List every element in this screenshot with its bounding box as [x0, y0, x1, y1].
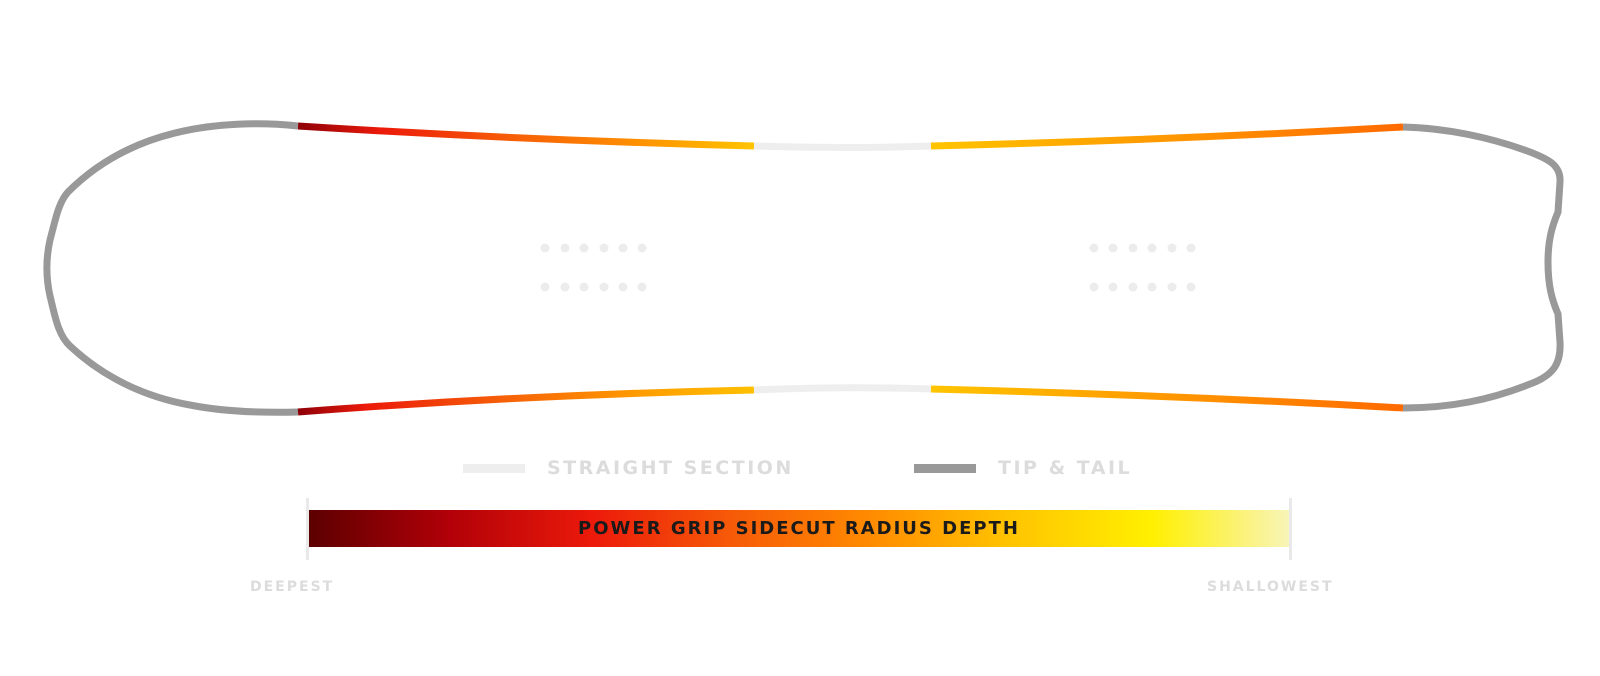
straight-section-label: STRAIGHT SECTION [547, 456, 794, 479]
sidecut-depth-scale: POWER GRIP SIDECUT RADIUS DEPTH [306, 498, 1292, 564]
tail-outline [1402, 123, 1564, 412]
shallowest-label: SHALLOWEST [1207, 579, 1334, 595]
straight-section-bottom [753, 384, 932, 394]
tip-tail-label: TIP & TAIL [998, 456, 1133, 479]
legend-tip-tail: TIP & TAIL [914, 453, 1132, 483]
tip-tail-swatch [914, 463, 976, 473]
sidecut-top-right [930, 123, 1404, 150]
sidecut-top-left [297, 122, 755, 150]
snowboard-diagram [43, 120, 1564, 416]
sidecut-bottom-right [930, 385, 1404, 412]
binding-insert-dots-icon [540, 243, 647, 292]
scale-title: POWER GRIP SIDECUT RADIUS DEPTH [578, 517, 1020, 539]
legend-straight-section: STRAIGHT SECTION [463, 453, 794, 483]
scale-tick-right [1289, 498, 1292, 560]
gradient-bar: POWER GRIP SIDECUT RADIUS DEPTH [309, 510, 1289, 547]
scale-tick-left [306, 498, 309, 560]
sidecut-bottom-left [297, 386, 755, 416]
tip-outline [43, 120, 299, 416]
binding-insert-dots-icon [1089, 243, 1196, 292]
straight-section-top [753, 142, 932, 151]
straight-section-swatch [463, 463, 525, 473]
deepest-label: DEEPEST [250, 579, 335, 595]
